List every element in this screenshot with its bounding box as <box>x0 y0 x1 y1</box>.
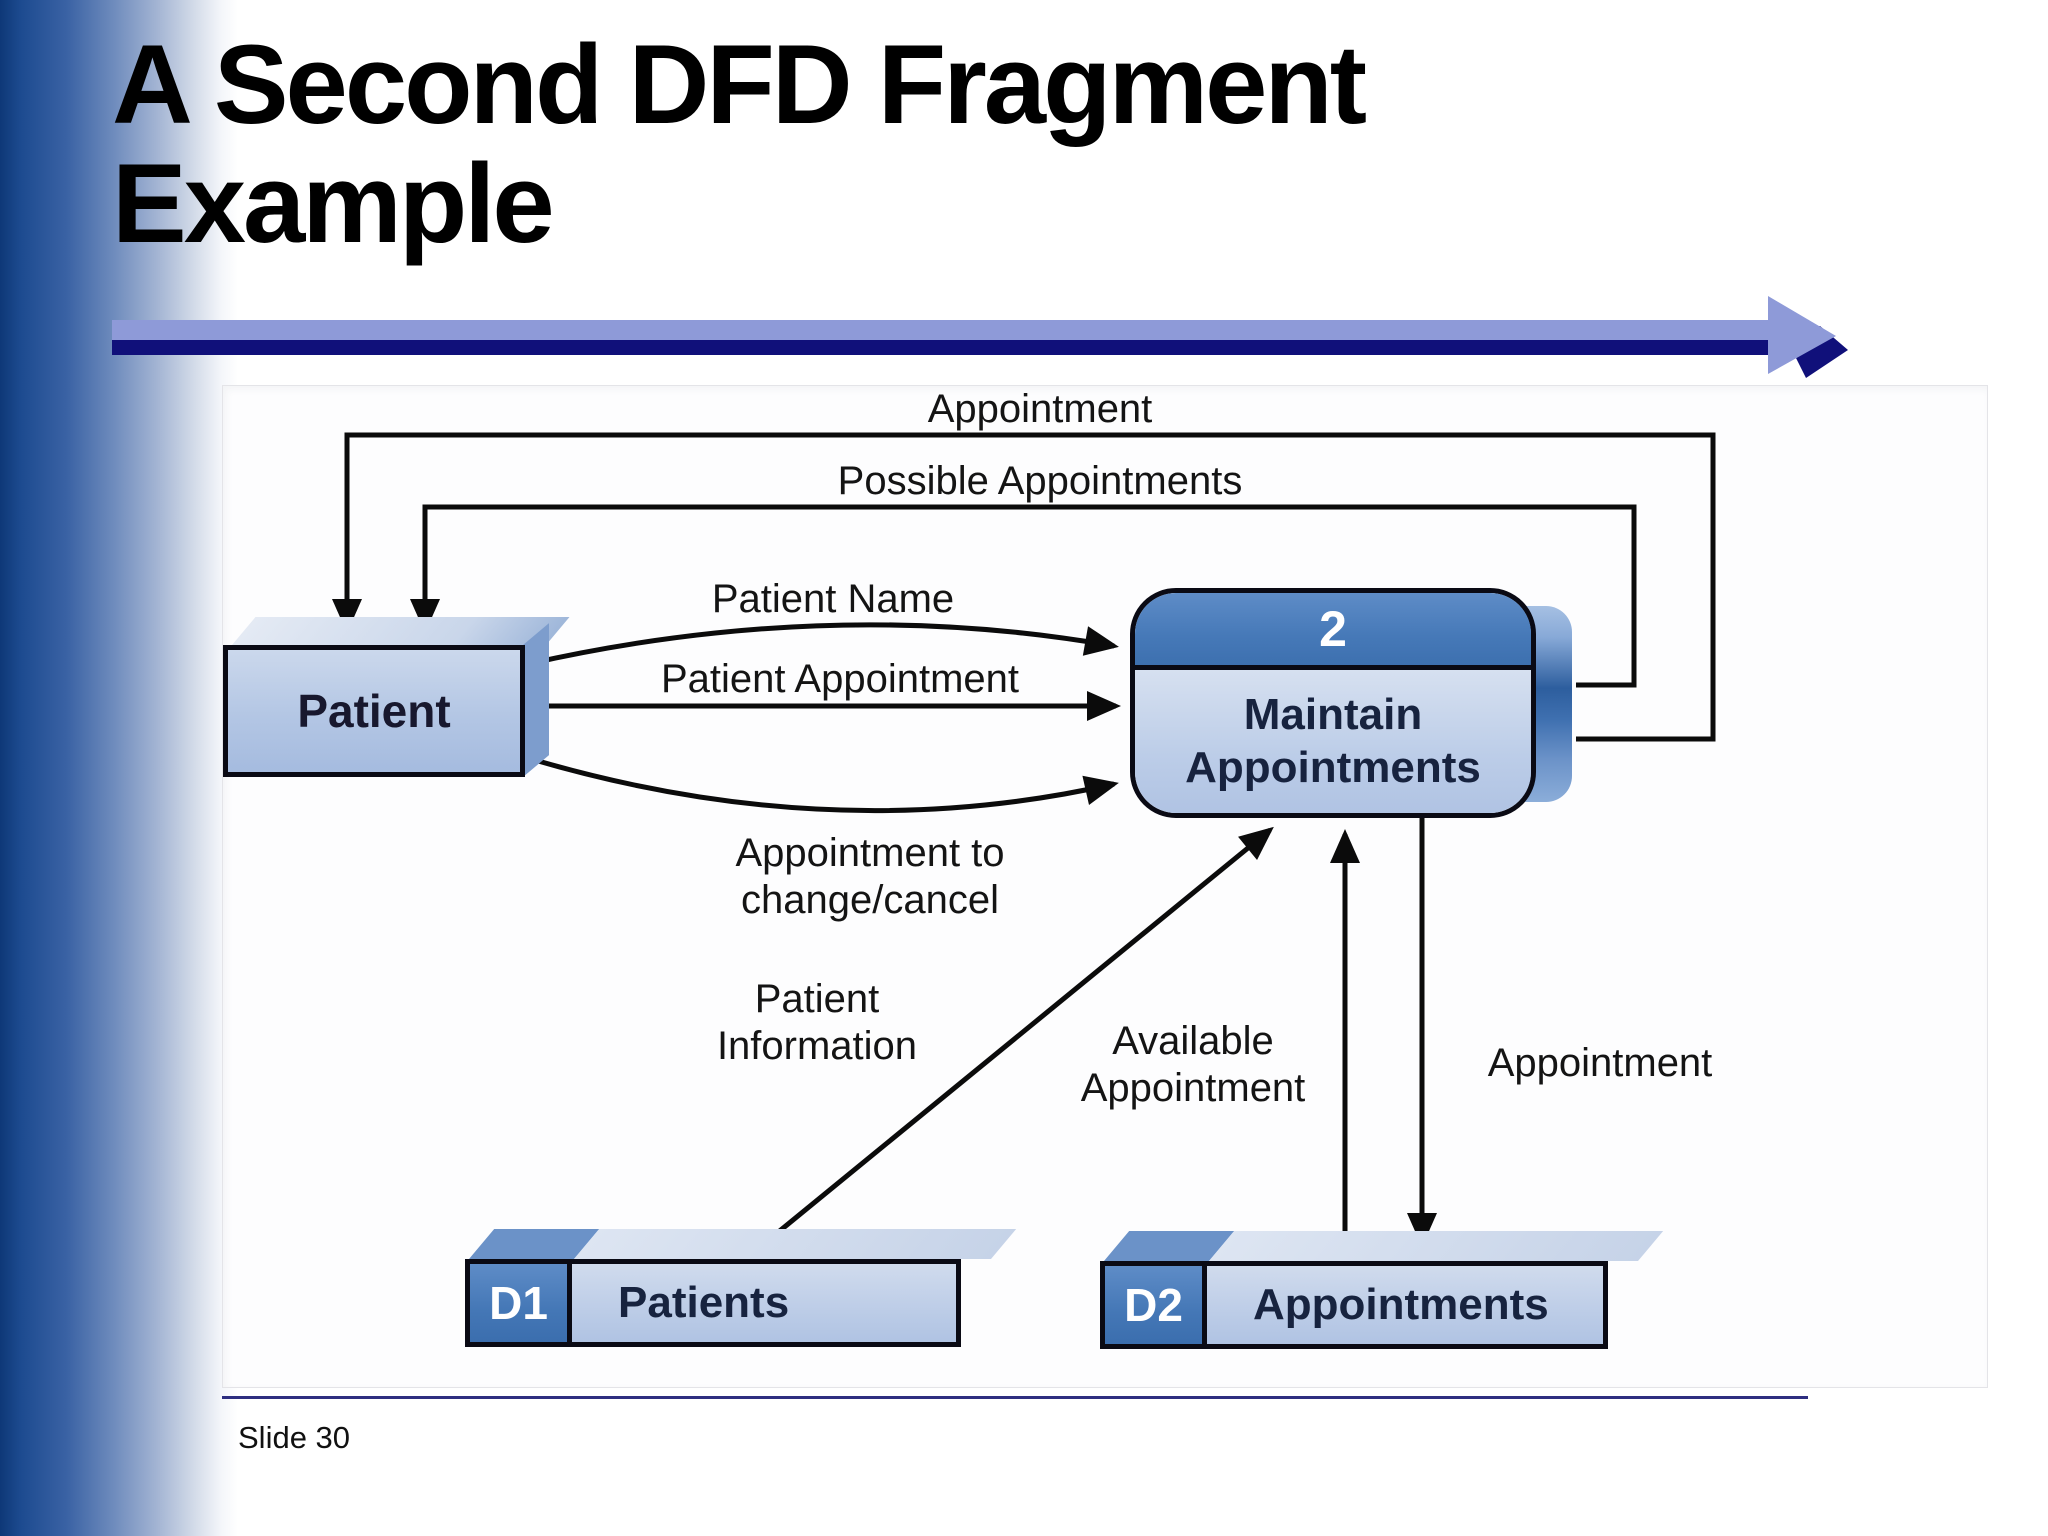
flow-line-patient-information <box>758 826 1274 1249</box>
datastore-d1-name: Patients <box>572 1264 956 1342</box>
patient-entity-right-face <box>523 623 549 777</box>
flow-line-patient-name <box>527 622 1119 667</box>
flow-label-appointment-to-patient: Appointment <box>927 387 1153 431</box>
page-title: A Second DFD Fragment Example <box>112 22 1367 266</box>
dfd-diagram-canvas <box>222 385 1988 1388</box>
flow-label-available-appointment: Available Appointment <box>1080 1019 1306 1111</box>
flow-line-possible-appointments <box>410 504 1637 688</box>
process-maintain-appointments: 2 Maintain Appointments <box>1130 588 1536 818</box>
datastore-d1-top-face <box>469 1229 1017 1259</box>
process-number-badge: 2 <box>1135 593 1531 670</box>
title-underline-arrow-icon <box>1768 296 1848 378</box>
datastore-d1-top-face-name <box>574 1229 1017 1259</box>
flow-label-patient-information: Patient Information <box>716 977 918 1069</box>
datastore-d2-top-face <box>1104 1231 1664 1261</box>
process-number: 2 <box>1319 601 1347 657</box>
slide-number: Slide 30 <box>238 1420 351 1455</box>
flow-label-patient-name: Patient Name <box>711 577 955 621</box>
title-underline-line <box>112 340 1782 355</box>
flow-label-patient-appointment: Patient Appointment <box>660 657 1020 701</box>
flow-label-appointment-to-store: Appointment <box>1487 1041 1713 1085</box>
flow-line-appointment-change-cancel <box>527 755 1119 814</box>
entity-patient: Patient <box>223 645 525 777</box>
datastore-d2-top-face-name <box>1209 1231 1664 1261</box>
footer-divider <box>222 1396 1808 1399</box>
slide-left-gradient <box>0 0 238 1536</box>
flow-label-appointment-change-cancel: Appointment to change/cancel <box>735 831 1005 923</box>
title-underline-band <box>112 320 1780 340</box>
process-name: Maintain Appointments <box>1135 670 1531 813</box>
datastore-d2: D2 Appointments <box>1100 1261 1608 1349</box>
datastore-d1-id: D1 <box>470 1264 572 1342</box>
datastore-d2-name: Appointments <box>1207 1266 1603 1344</box>
entity-patient-label: Patient <box>297 685 451 737</box>
datastore-d1: D1 Patients <box>465 1259 961 1347</box>
patient-entity-top-face <box>232 617 570 645</box>
datastore-d2-id: D2 <box>1105 1266 1207 1344</box>
flow-line-appointment-to-patient <box>332 432 1716 742</box>
flow-label-possible-appointments: Possible Appointments <box>837 459 1243 503</box>
